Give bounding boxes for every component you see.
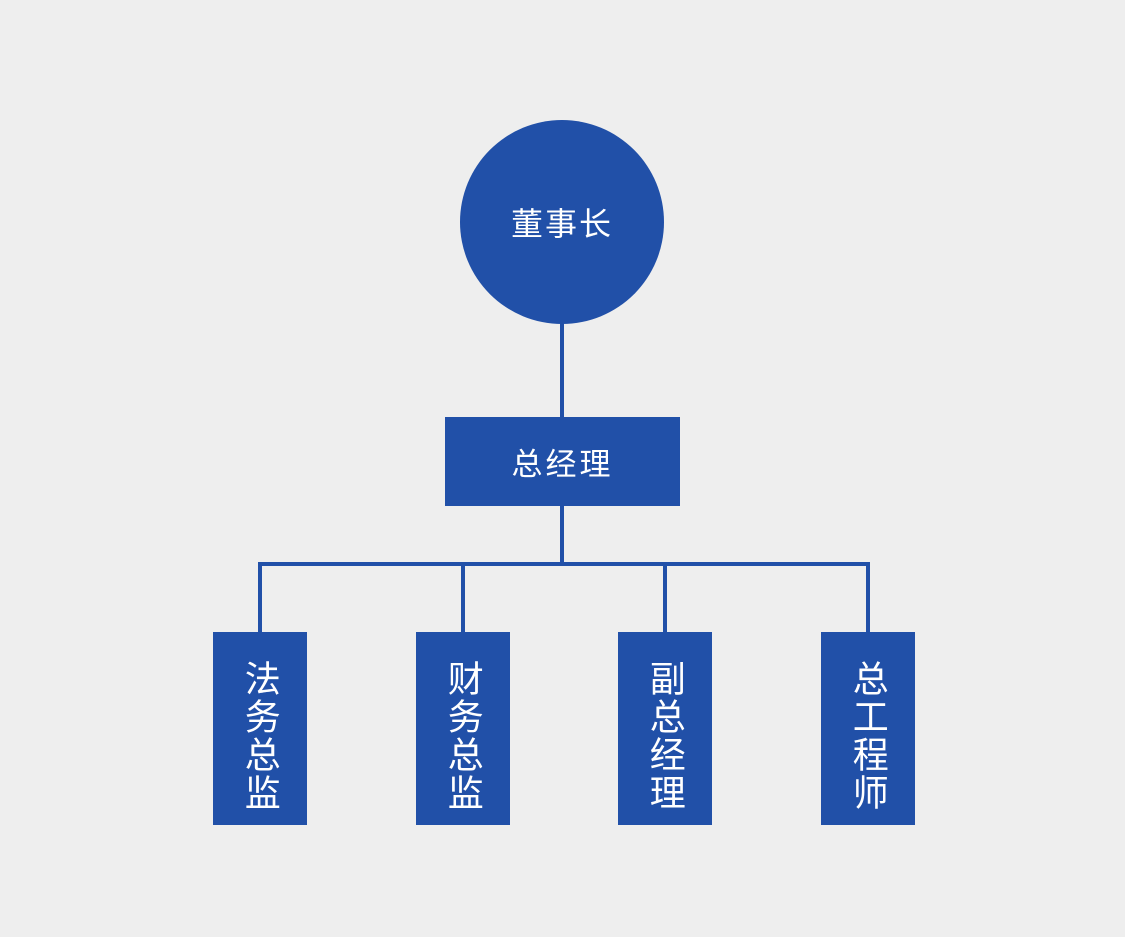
- node-chairman[interactable]: 董事长: [460, 120, 664, 324]
- node-deputy-general-manager[interactable]: 副总经理: [618, 632, 712, 825]
- node-general-manager-label: 总经理: [511, 447, 614, 482]
- connector-drop-chief-engineer: [866, 562, 870, 634]
- connector-general-manager-to-bus: [560, 504, 564, 566]
- node-legal-director[interactable]: 法务总监: [213, 632, 307, 825]
- connector-drop-deputy-general-manager: [663, 562, 667, 634]
- node-chief-engineer[interactable]: 总工程师: [821, 632, 915, 825]
- node-finance-director[interactable]: 财务总监: [416, 632, 510, 825]
- connector-drop-legal-director: [258, 562, 262, 634]
- connector-horizontal-bus: [258, 562, 870, 566]
- node-general-manager[interactable]: 总经理: [445, 417, 680, 506]
- connector-drop-finance-director: [461, 562, 465, 634]
- connector-chairman-to-general-manager: [560, 316, 564, 420]
- node-chairman-label: 董事长: [510, 206, 613, 242]
